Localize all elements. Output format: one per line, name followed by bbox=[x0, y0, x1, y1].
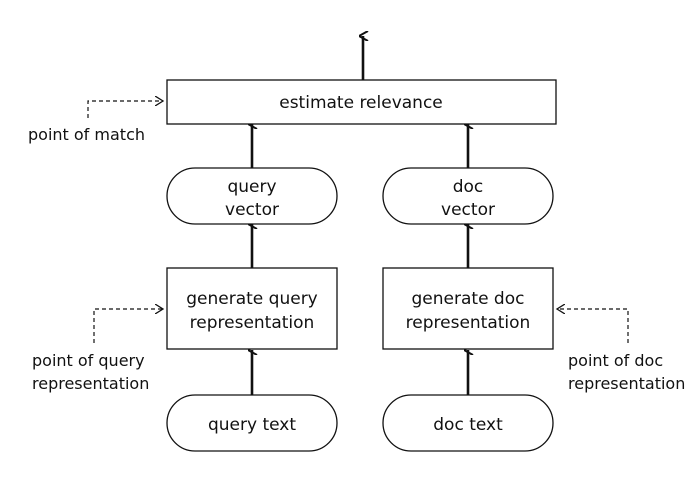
point-of-query-label-line1: point of query bbox=[32, 351, 145, 370]
estimate-relevance-box: estimate relevance bbox=[166, 79, 557, 125]
query-vector-box: query vector bbox=[166, 167, 338, 225]
point-of-query-connector bbox=[93, 309, 163, 343]
point-of-doc-label-line1: point of doc bbox=[568, 351, 663, 370]
point-of-match-label: point of match bbox=[28, 125, 145, 144]
point-of-doc-connector bbox=[557, 309, 629, 343]
query-vector-label-line2: vector bbox=[225, 200, 279, 220]
point-of-query-label-line2: representation bbox=[32, 374, 149, 393]
query-vector-label-line1: query bbox=[227, 177, 276, 197]
generate-query-representation-box: generate query representation bbox=[166, 267, 338, 350]
generate-doc-label-line2: representation bbox=[406, 313, 531, 333]
doc-vector-box: doc vector bbox=[382, 167, 554, 225]
doc-text-label: doc text bbox=[433, 415, 503, 435]
doc-vector-label-line1: doc bbox=[453, 177, 484, 197]
point-of-match-connector bbox=[87, 101, 163, 118]
doc-vector-label-line2: vector bbox=[441, 200, 495, 220]
doc-text-box: doc text bbox=[382, 394, 554, 452]
generate-query-label-line2: representation bbox=[190, 313, 315, 333]
query-text-box: query text bbox=[166, 394, 338, 452]
point-of-doc-label-line2: representation bbox=[568, 374, 685, 393]
query-text-label: query text bbox=[208, 415, 296, 435]
estimate-relevance-label: estimate relevance bbox=[279, 93, 443, 113]
generate-query-label-line1: generate query bbox=[186, 289, 318, 309]
generate-doc-representation-box: generate doc representation bbox=[382, 267, 554, 350]
generate-doc-label-line1: generate doc bbox=[412, 289, 525, 309]
